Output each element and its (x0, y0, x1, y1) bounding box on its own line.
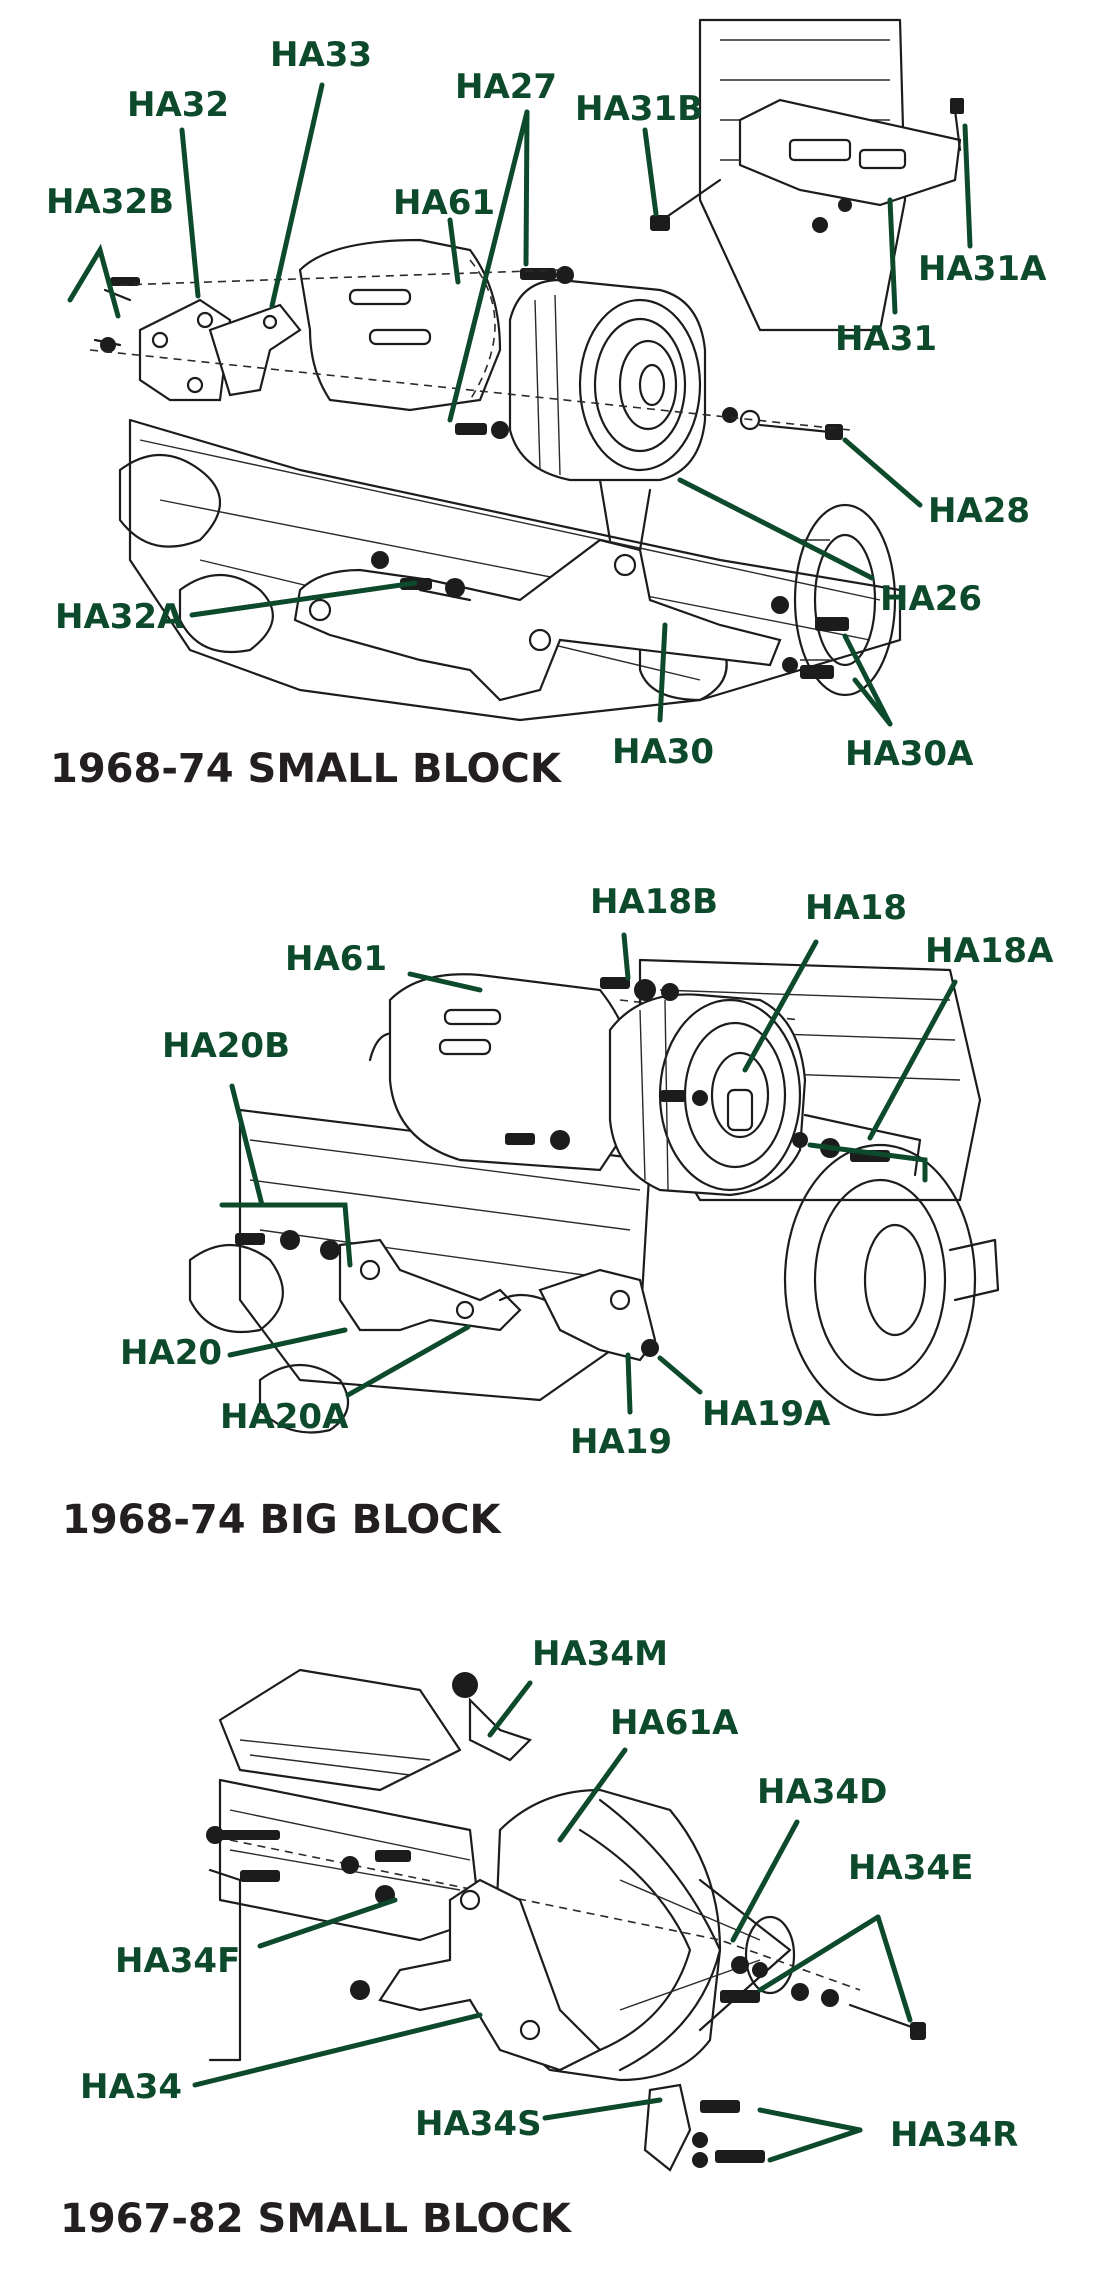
engine-illustration-1 (118, 18, 907, 722)
bracket-illustration-3 (206, 1672, 926, 2172)
lower-brace-illustration-1 (293, 478, 849, 702)
callout-ha32b: HA32B (46, 182, 174, 222)
callout-ha61-big-block: HA61 (285, 939, 387, 979)
callout-ha20: HA20 (120, 1333, 222, 1373)
callout-ha31b: HA31B (575, 89, 703, 129)
callout-ha28: HA28 (928, 491, 1030, 531)
callout-ha34: HA34 (80, 2067, 182, 2107)
upper-bracket-illustration (650, 98, 964, 233)
callout-ha18: HA18 (805, 888, 907, 928)
callout-ha30a: HA30A (845, 734, 974, 774)
callout-ha34e: HA34E (848, 1848, 973, 1888)
diagram-small-block-1968-74: HA33 HA32 HA27 HA31B HA32B HA61 HA31A HA… (46, 18, 1047, 792)
callout-ha18a: HA18A (925, 931, 1054, 971)
callout-ha26: HA26 (880, 579, 982, 619)
callout-ha34r: HA34R (890, 2115, 1018, 2155)
diagram-small-block-1967-82: HA34M HA61A HA34D HA34E HA34F HA34 HA34S… (60, 1634, 1018, 2242)
callout-ha33: HA33 (270, 35, 372, 75)
callout-ha19a: HA19A (702, 1394, 831, 1434)
callout-ha32: HA32 (127, 85, 229, 125)
callout-ha34m: HA34M (532, 1634, 668, 1674)
section-title-small-block-1968-74: 1968-74 SMALL BLOCK (50, 746, 563, 792)
section-title-big-block-1968-74: 1968-74 BIG BLOCK (62, 1497, 503, 1543)
callout-ha32a: HA32A (55, 597, 184, 637)
callout-ha34s: HA34S (415, 2104, 542, 2144)
lower-bracket-illustration-2 (235, 1230, 659, 1362)
front-plate-illustration-2 (388, 973, 801, 1172)
callout-ha20b: HA20B (162, 1026, 290, 1066)
callout-ha18b: HA18B (590, 882, 718, 922)
callout-ha61-small-block: HA61 (393, 183, 495, 223)
front-bracket-illustration (93, 277, 302, 402)
section-title-small-block-1967-82: 1967-82 SMALL BLOCK (60, 2196, 573, 2242)
callout-ha27: HA27 (455, 67, 557, 107)
leaders-section-3 (192, 1680, 913, 2163)
diagram-big-block-1968-74: HA18B HA18 HA61 HA18A HA20B HA20 HA20A H… (62, 882, 1054, 1543)
callout-ha34f: HA34F (115, 1941, 240, 1981)
front-plate-illustration (298, 238, 502, 412)
callout-ha34d: HA34D (757, 1772, 887, 1812)
callout-ha31a: HA31A (918, 249, 1047, 289)
callout-ha30: HA30 (612, 732, 714, 772)
leaders-section-1 (67, 82, 973, 727)
callout-ha31: HA31 (835, 319, 937, 359)
alternator-illustration-1 (508, 278, 707, 482)
engine-illustration-2 (188, 958, 1000, 1434)
callout-ha61a: HA61A (610, 1703, 739, 1743)
leaders-section-2 (219, 932, 958, 1415)
callout-ha20a: HA20A (220, 1397, 349, 1437)
alternator-illustration-2 (608, 993, 807, 1197)
callout-ha19: HA19 (570, 1422, 672, 1462)
